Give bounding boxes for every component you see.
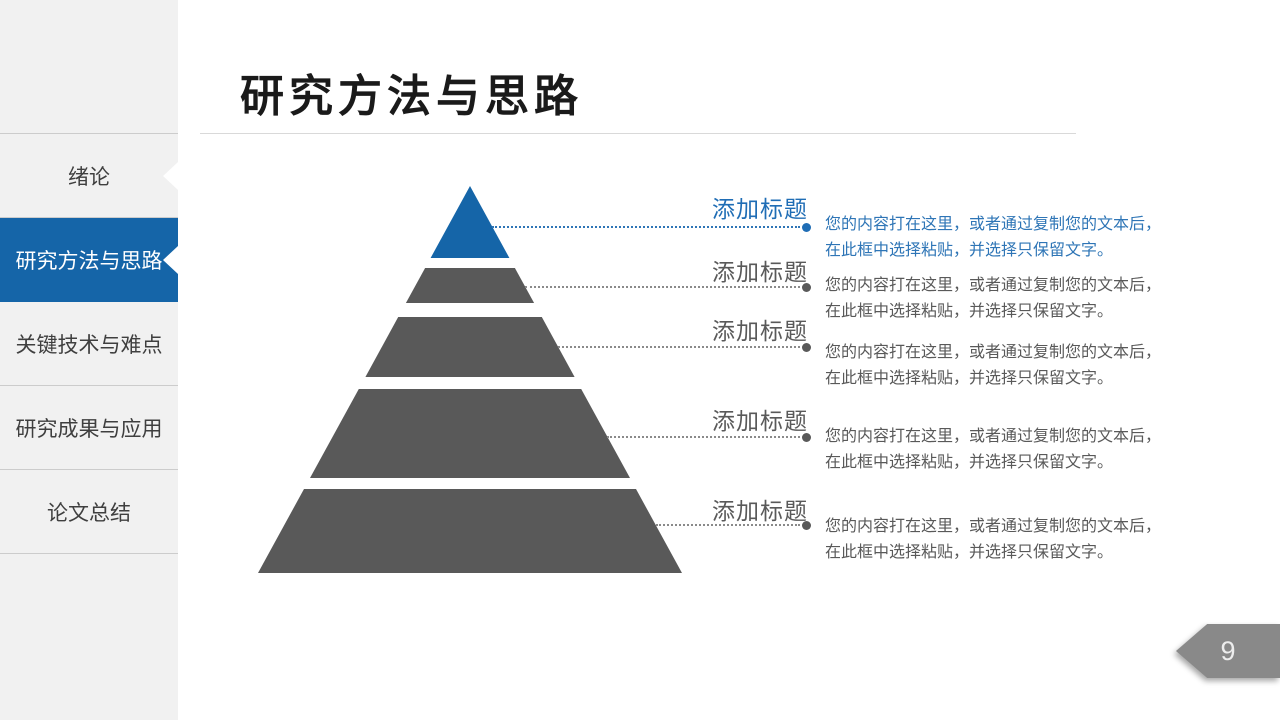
sidebar-item-3[interactable]: 关键技术与难点: [0, 302, 178, 386]
level-body-2: 您的内容打在这里，或者通过复制您的文本后，在此框中选择粘贴，并选择只保留文字。: [825, 277, 1162, 320]
level-title-3: 添加标题: [712, 318, 808, 344]
leader-line: [607, 436, 800, 438]
bullet-dot-icon: [802, 521, 811, 530]
page-number: 9: [1220, 635, 1236, 666]
sidebar-items: 绪论研究方法与思路关键技术与难点研究成果与应用论文总结: [0, 134, 178, 554]
level-body-3: 您的内容打在这里，或者通过复制您的文本后，在此框中选择粘贴，并选择只保留文字。: [825, 344, 1162, 387]
pyramid-level-5: [258, 489, 682, 573]
bullet-dot-icon: [802, 343, 811, 352]
pyramid-level-4: [310, 389, 630, 478]
sidebar-item-label: 论文总结: [47, 501, 131, 525]
leader-line: [558, 346, 800, 348]
level-title-1: 添加标题: [712, 196, 808, 222]
level-title-5: 添加标题: [712, 498, 808, 524]
sidebar-item-label: 研究成果与应用: [15, 417, 163, 441]
pyramid-level-2: [405, 268, 535, 303]
sidebar-item-1[interactable]: 绪论: [0, 134, 178, 218]
pyramid-diagram: [258, 186, 682, 573]
bullet-dot-icon: [802, 433, 811, 442]
slide-title: 研究方法与思路: [240, 72, 583, 121]
sidebar-item-4[interactable]: 研究成果与应用: [0, 386, 178, 470]
sidebar-item-label: 绪论: [68, 165, 110, 189]
title-divider: [200, 133, 1076, 134]
sidebar-top-spacer: [0, 0, 178, 134]
leader-line: [492, 226, 800, 228]
leader-line: [525, 286, 800, 288]
sidebar-item-label: 研究方法与思路: [15, 249, 163, 273]
page-number-arrow-icon: 9: [1176, 624, 1280, 678]
level-body-1: 您的内容打在这里，或者通过复制您的文本后，在此框中选择粘贴，并选择只保留文字。: [825, 216, 1162, 259]
leader-line: [656, 524, 800, 526]
page-number-badge: 9: [1176, 624, 1280, 678]
item-arrow-icon: [163, 161, 178, 190]
level-title-4: 添加标题: [712, 408, 808, 434]
active-item-arrow-icon: [163, 245, 178, 274]
sidebar-item-label: 关键技术与难点: [15, 333, 163, 357]
sidebar-nav: 绪论研究方法与思路关键技术与难点研究成果与应用论文总结: [0, 0, 178, 720]
level-body-4: 您的内容打在这里，或者通过复制您的文本后，在此框中选择粘贴，并选择只保留文字。: [825, 428, 1162, 471]
bullet-dot-icon: [802, 283, 811, 292]
level-body-5: 您的内容打在这里，或者通过复制您的文本后，在此框中选择粘贴，并选择只保留文字。: [825, 518, 1162, 561]
sidebar-item-5[interactable]: 论文总结: [0, 470, 178, 554]
sidebar-item-2[interactable]: 研究方法与思路: [0, 218, 178, 302]
bullet-dot-icon: [802, 223, 811, 232]
pyramid-level-3: [365, 317, 575, 377]
level-title-2: 添加标题: [712, 259, 808, 285]
